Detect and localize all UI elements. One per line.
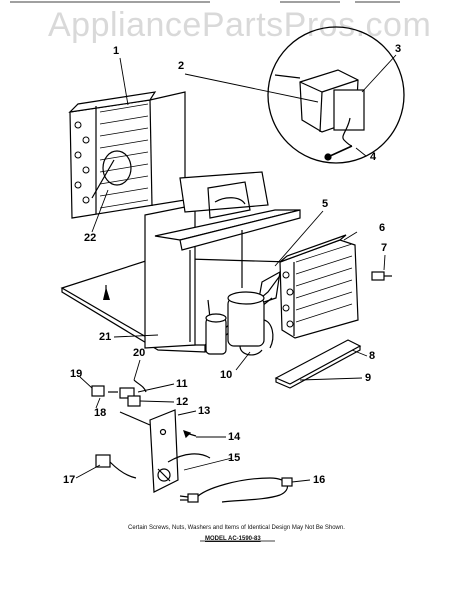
screw-part <box>183 430 197 439</box>
callout-10: 10 <box>220 369 233 381</box>
callout-15: 15 <box>228 452 241 464</box>
power-cord <box>179 477 293 503</box>
callout-5: 5 <box>322 198 329 210</box>
callout-11: 11 <box>176 378 188 390</box>
callout-4: 4 <box>370 151 377 163</box>
compressor <box>227 291 274 356</box>
callout-17: 17 <box>63 474 76 486</box>
capacitor <box>205 313 227 355</box>
callout-1: 1 <box>113 45 120 57</box>
callout-2: 2 <box>178 60 185 72</box>
condenser-coil <box>257 234 359 339</box>
fitting-part <box>371 271 392 281</box>
evaporator-coil <box>68 91 186 219</box>
watermark: AppliancePartsPros.com <box>48 6 432 44</box>
callout-7: 7 <box>381 242 388 254</box>
drain-pan <box>274 339 362 389</box>
callout-14: 14 <box>228 431 241 443</box>
model-number: MODEL AC-1590-83 <box>205 536 261 542</box>
callout-22: 22 <box>84 232 97 244</box>
callout-16: 16 <box>313 474 326 486</box>
callout-20: 20 <box>133 347 146 359</box>
footnote: Certain Screws, Nuts, Washers and Items … <box>128 525 345 531</box>
callout-6: 6 <box>379 222 386 234</box>
callout-8: 8 <box>369 350 376 362</box>
control-box-detail <box>267 26 405 164</box>
control-panel-plate <box>149 409 211 493</box>
leader-lines <box>75 54 397 483</box>
callout-18: 18 <box>94 407 107 419</box>
connector-part <box>95 454 137 479</box>
callout-12: 12 <box>176 396 189 408</box>
callout-3: 3 <box>395 43 402 55</box>
callout-19: 19 <box>70 368 83 380</box>
callout-21: 21 <box>99 331 112 343</box>
callout-13: 13 <box>198 405 211 417</box>
callout-9: 9 <box>365 372 372 384</box>
